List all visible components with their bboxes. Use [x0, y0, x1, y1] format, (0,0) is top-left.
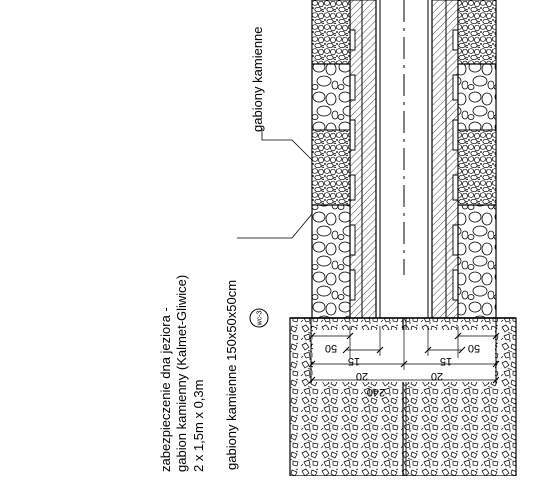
label-gabiony-size: gabiony kamienne 150x50x50cm	[224, 280, 239, 470]
dim-15-right: 15	[440, 355, 452, 367]
hatched-strip-left	[349, 0, 381, 319]
hatched-strip-right	[427, 0, 459, 319]
dim-50-right: 50	[468, 342, 480, 354]
dim-20-right: 20	[431, 370, 443, 382]
dim-50-left: 50	[325, 342, 337, 354]
label-lake-line1: zabezpieczenie dna jeziora -	[158, 307, 173, 472]
section-symbol-text: wc-3	[257, 311, 264, 327]
dim-15-left: 15	[348, 355, 360, 367]
dim-20-left: 20	[356, 370, 368, 382]
label-lake-line2: gabion kamienny (Kalmet-Gliwice)	[174, 275, 189, 472]
label-gabiony-top: gabiony kamienne	[250, 26, 265, 132]
section-symbol: wc-3	[249, 308, 269, 328]
dim-240: 240	[367, 386, 385, 398]
gabion-column-left	[311, 0, 351, 319]
dimension-lines	[308, 326, 500, 384]
leader-lines	[237, 128, 313, 239]
gabion-column-right	[457, 0, 497, 319]
label-lake-line3: 2 x 1,5m x 0,3m	[191, 380, 206, 472]
